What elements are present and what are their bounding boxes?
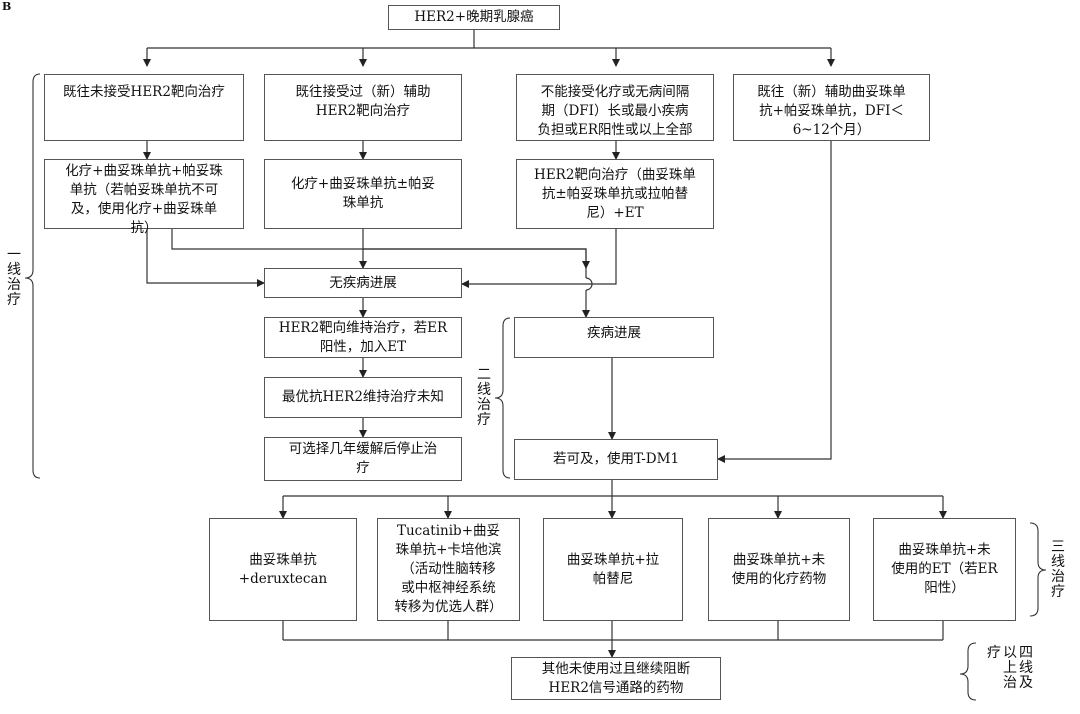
progression-box: 疾病进展 xyxy=(514,317,714,358)
figure-letter: B xyxy=(2,0,12,13)
no-progression-box: 无疾病进展 xyxy=(264,268,462,298)
treatment-box-chemo-trastuzumab: 化疗+曲妥珠单抗±帕妥 珠单抗 xyxy=(264,159,462,229)
column-box-prior-adjuvant-her2: 既往接受过（新）辅助 HER2靶向治疗 xyxy=(264,74,462,141)
third-line-box-chemo: 曲妥珠单抗+未 使用的化疗药物 xyxy=(708,518,850,621)
fourth-line-label-col-b: 以 上 治 xyxy=(1003,645,1017,691)
second-line-label: 二 线 治 疗 xyxy=(477,367,491,428)
column-box-prior-trastuzumab-pertuzumab: 既往（新）辅助曲妥珠单 抗+帕妥珠单抗，DFI＜ 6~12个月） xyxy=(733,74,930,141)
third-line-box-et: 曲妥珠单抗+未 使用的ET（若ER 阳性） xyxy=(873,518,1016,621)
treatment-box-her2-targeted-et: HER2靶向治疗（曲妥珠单 抗±帕妥珠单抗或拉帕替 尼）+ET xyxy=(516,159,714,229)
tdm1-box: 若可及，使用T-DM1 xyxy=(514,439,718,480)
third-line-label: 三 线 治 疗 xyxy=(1051,539,1065,600)
first-line-label: 一 线 治 疗 xyxy=(7,247,21,308)
maintenance-box: HER2靶向维持治疗，若ER 阳性，加入ET xyxy=(264,317,462,358)
fourth-line-label-col-a: 四 线 及 xyxy=(1019,645,1033,691)
column-box-no-chemo-candidate: 不能接受化疗或无病间隔 期（DFI）长或最小疾病 负担或ER阳性或以上全部 xyxy=(516,74,714,141)
third-line-box-lapatinib: 曲妥珠单抗+拉 帕替尼 xyxy=(543,518,683,621)
optimal-maintenance-box: 最优抗HER2维持治疗未知 xyxy=(264,377,462,418)
fourth-line-label-col-c: 疗 xyxy=(987,645,1001,661)
fourth-line-box: 其他未使用过且继续阻断 HER2信号通路的药物 xyxy=(511,657,721,700)
third-line-box-deruxtecan: 曲妥珠单抗 +deruxtecan xyxy=(209,518,357,621)
third-line-box-tucatinib: Tucatinib+曲妥 珠单抗+卡培他滨 （活动性脑转移 或中枢神经系统 转移… xyxy=(377,518,520,621)
stop-treatment-box: 可选择几年缓解后停止治 疗 xyxy=(264,437,462,481)
root-box: HER2+晚期乳腺癌 xyxy=(388,5,560,30)
column-box-no-prior-her2: 既往未接受HER2靶向治疗 xyxy=(44,74,244,141)
treatment-box-chemo-trastuzumab-pertuzumab: 化疗+曲妥珠单抗+帕妥珠 单抗（若帕妥珠单抗不可 及，使用化疗+曲妥珠单 抗） xyxy=(44,159,244,236)
